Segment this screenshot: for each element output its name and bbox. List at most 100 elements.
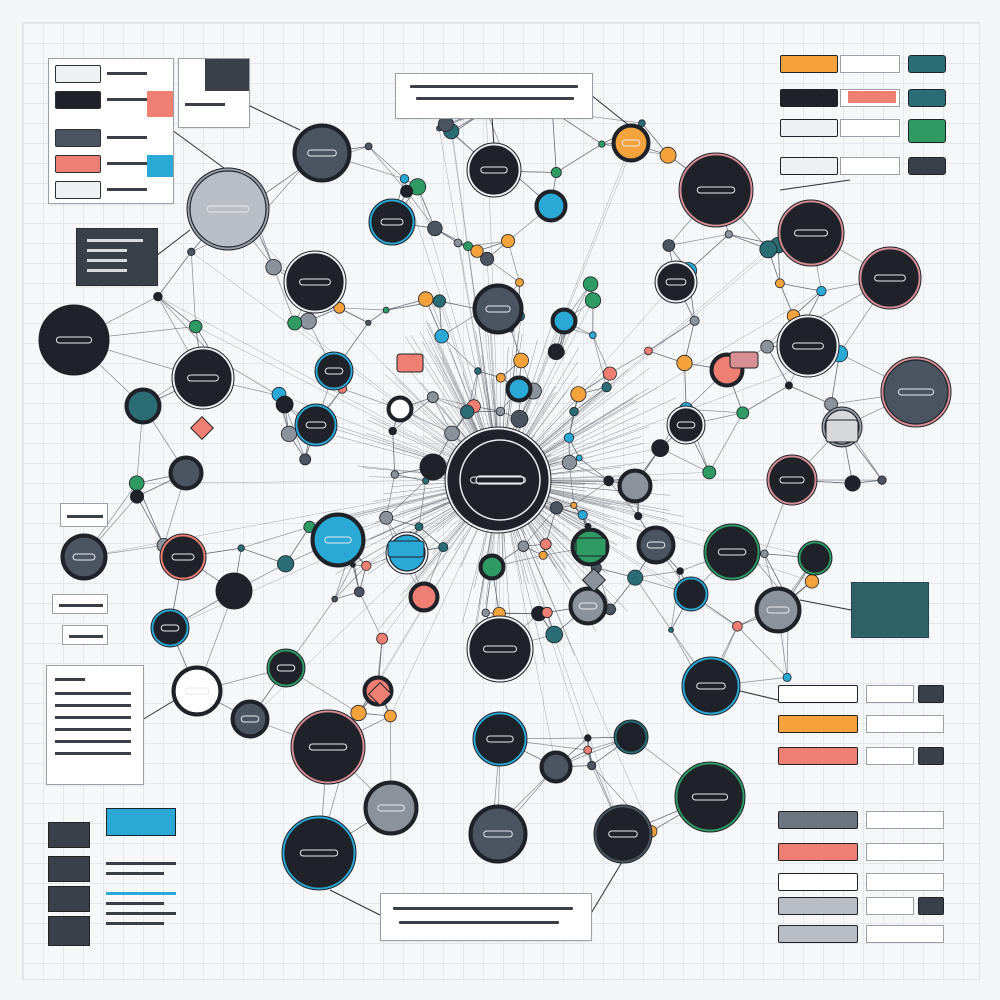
minor-node[interactable] bbox=[547, 343, 565, 361]
control-button[interactable] bbox=[918, 747, 944, 765]
minor-node[interactable] bbox=[188, 319, 203, 334]
network-node[interactable] bbox=[880, 356, 952, 428]
minor-node[interactable] bbox=[434, 329, 449, 344]
node-tag[interactable] bbox=[387, 540, 425, 558]
network-node[interactable] bbox=[754, 586, 802, 634]
minor-node[interactable] bbox=[659, 146, 677, 164]
minor-node[interactable] bbox=[676, 354, 693, 372]
network-node[interactable] bbox=[283, 250, 347, 314]
control-field[interactable] bbox=[866, 811, 944, 829]
minor-node[interactable] bbox=[784, 381, 793, 390]
minor-node[interactable] bbox=[280, 425, 298, 442]
minor-node[interactable] bbox=[276, 555, 295, 573]
network-node[interactable] bbox=[230, 699, 270, 739]
network-node[interactable] bbox=[617, 468, 653, 504]
minor-node[interactable] bbox=[651, 439, 670, 458]
minor-node[interactable] bbox=[732, 620, 743, 632]
controls-bottom-right[interactable] bbox=[778, 685, 946, 945]
network-node[interactable] bbox=[266, 648, 306, 688]
minor-node[interactable] bbox=[460, 404, 475, 419]
network-node[interactable] bbox=[703, 523, 761, 581]
network-node[interactable] bbox=[539, 750, 573, 784]
control-field[interactable] bbox=[778, 843, 858, 861]
minor-node[interactable] bbox=[382, 306, 390, 314]
network-node[interactable] bbox=[386, 395, 414, 423]
control-field[interactable] bbox=[778, 715, 858, 733]
minor-node[interactable] bbox=[575, 454, 583, 462]
minor-node[interactable] bbox=[736, 406, 750, 420]
minor-node[interactable] bbox=[237, 544, 245, 552]
minor-node[interactable] bbox=[500, 233, 515, 248]
minor-node[interactable] bbox=[539, 538, 552, 550]
node-tag[interactable] bbox=[396, 353, 424, 373]
minor-node[interactable] bbox=[550, 166, 562, 178]
minor-node[interactable] bbox=[545, 625, 563, 644]
control-button[interactable] bbox=[918, 685, 944, 703]
minor-node[interactable] bbox=[510, 409, 529, 428]
node-tag[interactable] bbox=[575, 537, 607, 557]
minor-node[interactable] bbox=[388, 426, 397, 436]
network-node[interactable] bbox=[168, 455, 204, 491]
control-field[interactable] bbox=[866, 685, 914, 703]
minor-node[interactable] bbox=[702, 465, 717, 480]
minor-node[interactable] bbox=[563, 432, 575, 443]
minor-node[interactable] bbox=[480, 251, 495, 266]
node-tag[interactable] bbox=[729, 351, 759, 369]
minor-node[interactable] bbox=[570, 386, 587, 403]
network-node[interactable] bbox=[468, 804, 528, 864]
network-node[interactable] bbox=[419, 453, 447, 481]
minor-node[interactable] bbox=[603, 475, 614, 487]
minor-node[interactable] bbox=[331, 595, 339, 603]
network-node[interactable] bbox=[171, 346, 235, 410]
network-node[interactable] bbox=[534, 189, 568, 223]
minor-node[interactable] bbox=[582, 276, 599, 292]
network-node[interactable] bbox=[776, 314, 840, 378]
network-node[interactable] bbox=[281, 815, 357, 891]
control-field[interactable] bbox=[778, 747, 858, 765]
minor-node[interactable] bbox=[760, 339, 774, 354]
legend-toggle[interactable] bbox=[908, 157, 946, 175]
network-node[interactable] bbox=[171, 665, 223, 717]
minor-node[interactable] bbox=[844, 475, 861, 492]
minor-node[interactable] bbox=[583, 745, 593, 755]
minor-node[interactable] bbox=[128, 475, 145, 492]
control-field[interactable] bbox=[778, 685, 858, 703]
diamond-marker[interactable] bbox=[189, 415, 215, 441]
minor-node[interactable] bbox=[602, 366, 617, 381]
network-node[interactable] bbox=[215, 572, 253, 610]
network-node[interactable] bbox=[159, 533, 207, 581]
minor-node[interactable] bbox=[384, 709, 397, 723]
network-node[interactable] bbox=[368, 198, 416, 246]
diamond-marker[interactable] bbox=[367, 681, 393, 707]
minor-node[interactable] bbox=[517, 540, 530, 552]
minor-node[interactable] bbox=[495, 372, 506, 383]
control-field[interactable] bbox=[778, 897, 858, 915]
legend-swatch[interactable] bbox=[780, 55, 838, 73]
network-node[interactable] bbox=[363, 780, 419, 836]
control-button[interactable] bbox=[918, 897, 944, 915]
minor-node[interactable] bbox=[561, 454, 577, 470]
minor-node[interactable] bbox=[804, 574, 820, 589]
minor-node[interactable] bbox=[644, 346, 653, 356]
control-field[interactable] bbox=[866, 897, 914, 915]
minor-node[interactable] bbox=[453, 238, 463, 248]
network-node[interactable] bbox=[666, 405, 706, 445]
minor-node[interactable] bbox=[414, 522, 424, 531]
minor-node[interactable] bbox=[265, 259, 282, 276]
minor-node[interactable] bbox=[584, 734, 592, 742]
minor-node[interactable] bbox=[287, 315, 303, 331]
minor-node[interactable] bbox=[470, 244, 484, 258]
minor-node[interactable] bbox=[333, 301, 346, 314]
control-field[interactable] bbox=[866, 747, 914, 765]
legend-toggle[interactable] bbox=[908, 119, 946, 143]
network-node[interactable] bbox=[310, 512, 366, 568]
minor-node[interactable] bbox=[627, 569, 644, 586]
minor-node[interactable] bbox=[427, 220, 443, 237]
network-node[interactable] bbox=[611, 123, 651, 163]
network-node[interactable] bbox=[568, 586, 608, 626]
minor-node[interactable] bbox=[569, 406, 579, 417]
control-field[interactable] bbox=[866, 925, 944, 943]
minor-node[interactable] bbox=[153, 291, 163, 302]
legend-toggle[interactable] bbox=[908, 89, 946, 107]
network-node[interactable] bbox=[858, 246, 922, 310]
